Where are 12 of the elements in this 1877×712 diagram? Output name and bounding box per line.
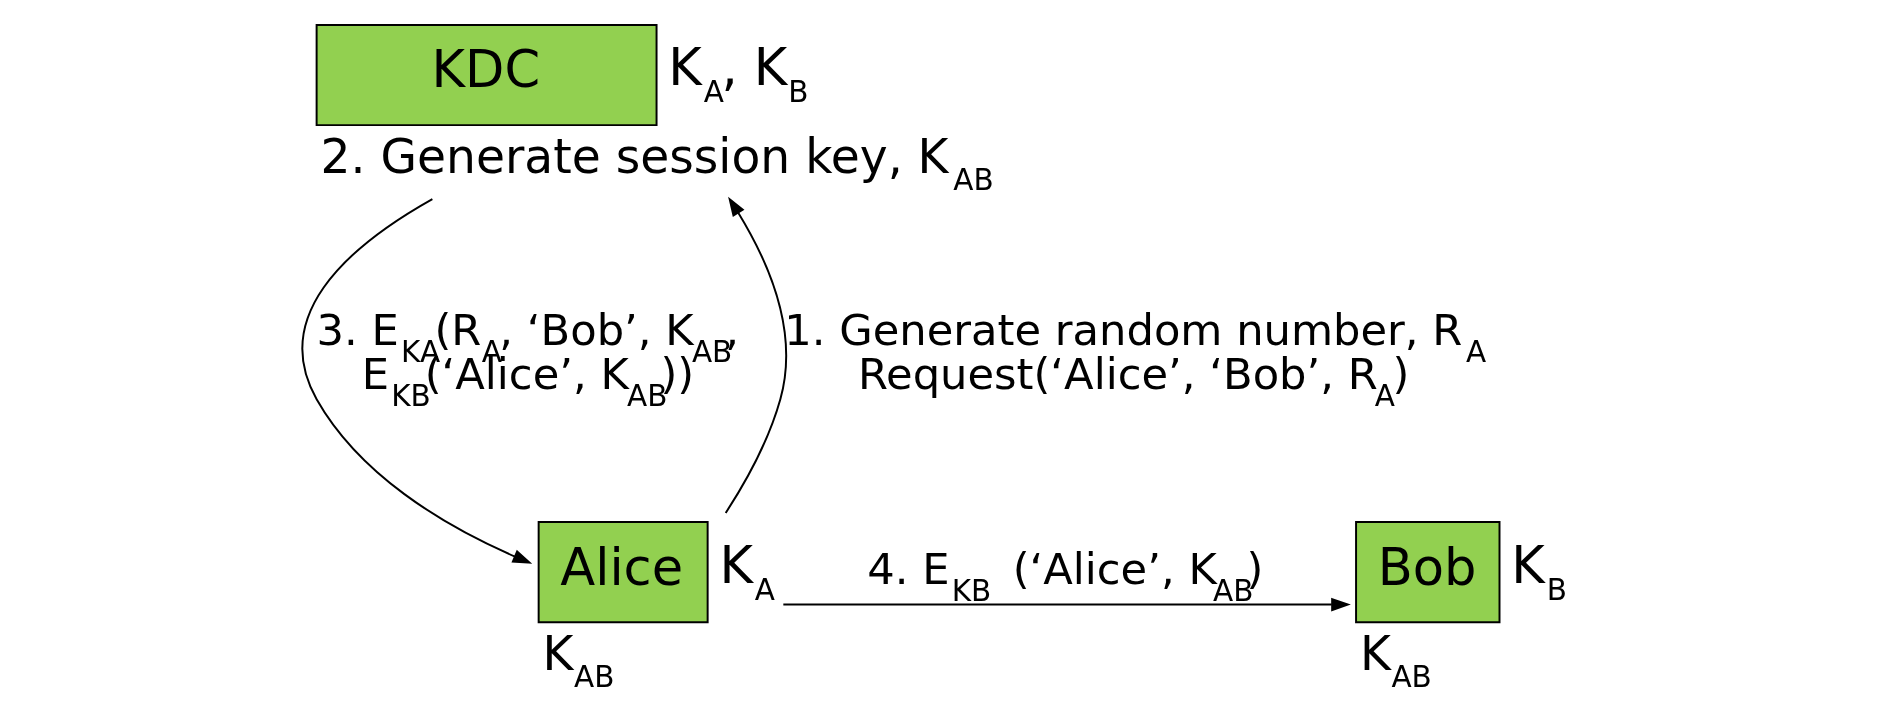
node-label: K$_{AB}$ — [1359, 625, 1432, 694]
node-label: K$_{AB}$ — [542, 625, 614, 694]
arrow — [301, 198, 532, 564]
node-label: K$_{A}$ — [718, 535, 775, 607]
edge-label: 4. E$_{KB}$ (‘Alice’, K$_{AB}$) — [866, 544, 1263, 609]
arrow — [781, 597, 1351, 612]
node-label: K$_{A}$, K$_{B}$ — [667, 38, 808, 110]
edge-label: 3. E$_{KA}$(R$_{A}$, ‘Bob’, K$_{AB}$, E$_{KB}$(‘Alice’, K$_{AB}$)) — [316, 305, 739, 413]
edge-label: 1. Generate random number, R$_{A}$ Request(‘Alice’, ‘Bob’, R$_{A}$) — [783, 305, 1486, 413]
arrow — [724, 196, 787, 514]
node-label: K$_{B}$ — [1510, 535, 1567, 607]
node-label: 2. Generate session key, K$_{AB}$ — [320, 128, 994, 197]
